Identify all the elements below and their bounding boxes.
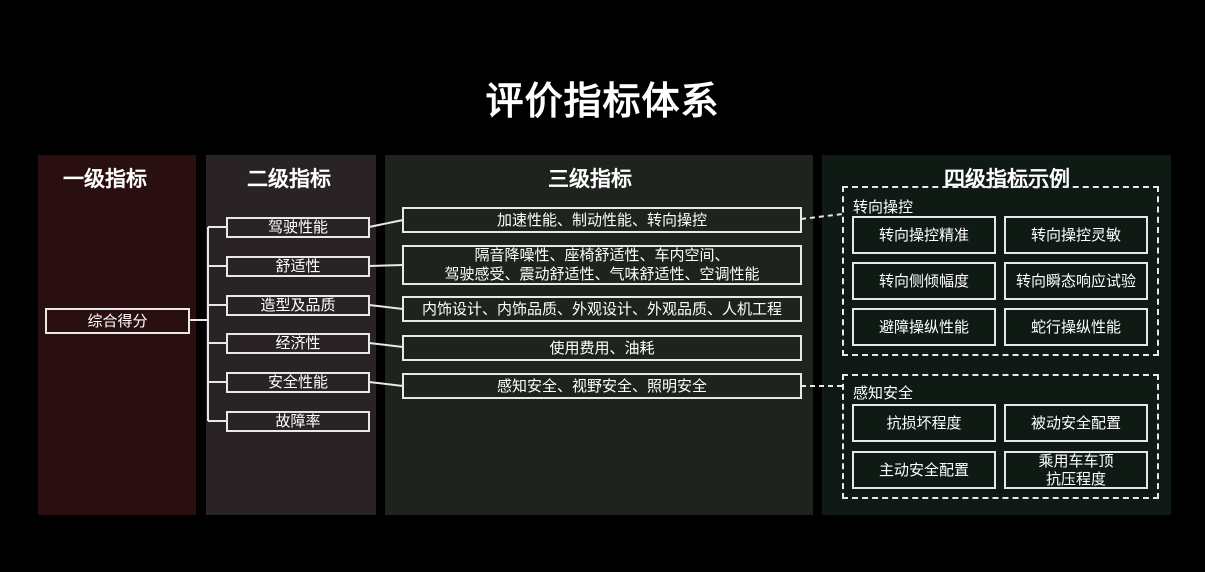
level4-cell-line2: 抗压程度 — [1045, 470, 1106, 488]
level2-item-safety: 安全性能 — [226, 372, 370, 393]
dashed-connector — [800, 213, 844, 220]
level4-cell: 乘用车车顶 抗压程度 — [1004, 451, 1148, 489]
level1-panel — [38, 155, 196, 515]
level2-item-failure: 故障率 — [226, 411, 370, 432]
level4-cell: 转向瞬态响应试验 — [1004, 262, 1148, 300]
level4-cell: 转向侧倾幅度 — [852, 262, 996, 300]
level3-item-styling: 内饰设计、内饰品质、外观设计、外观品质、人机工程 — [402, 296, 802, 322]
level4-group-perception-safety — [842, 374, 1159, 499]
level1-item: 综合得分 — [45, 308, 190, 334]
level2-panel — [206, 155, 376, 515]
connector-line — [368, 304, 404, 310]
level4-cell: 转向操控精准 — [852, 216, 996, 254]
level2-item-styling: 造型及品质 — [226, 295, 370, 316]
level4-cell: 被动安全配置 — [1004, 404, 1148, 442]
connector-line — [368, 219, 404, 228]
level4-group-steering — [842, 186, 1159, 356]
level3-item-economy: 使用费用、油耗 — [402, 335, 802, 361]
level4-group-steering-label: 转向操控 — [853, 198, 914, 216]
level2-header: 二级指标 — [247, 167, 331, 191]
level2-item-economy: 经济性 — [226, 333, 370, 354]
level4-cell: 蛇行操纵性能 — [1004, 308, 1148, 346]
level4-group-perception-label: 感知安全 — [853, 384, 914, 402]
connector-line — [368, 264, 404, 267]
level2-item-comfort: 舒适性 — [226, 256, 370, 277]
level4-cell-line1: 乘用车车顶 — [1038, 452, 1114, 470]
level4-cell: 避障操纵性能 — [852, 308, 996, 346]
level4-cell: 主动安全配置 — [852, 451, 996, 489]
level3-comfort-line2: 驾驶感受、震动舒适性、气味舒适性、空调性能 — [444, 265, 760, 283]
level3-comfort-line1: 隔音降噪性、座椅舒适性、车内空间、 — [474, 246, 730, 264]
level1-header: 一级指标 — [63, 167, 147, 191]
level2-item-driving: 驾驶性能 — [226, 217, 370, 238]
level3-item-driving: 加速性能、制动性能、转向操控 — [402, 207, 802, 233]
page-title: 评价指标体系 — [485, 79, 720, 123]
connector-line — [368, 342, 404, 348]
connector-line — [368, 381, 404, 387]
level3-item-comfort: 隔音降噪性、座椅舒适性、车内空间、 驾驶感受、震动舒适性、气味舒适性、空调性能 — [402, 245, 802, 285]
level4-panel — [822, 155, 1171, 515]
level4-cell: 转向操控灵敏 — [1004, 216, 1148, 254]
level3-item-safety: 感知安全、视野安全、照明安全 — [402, 373, 802, 399]
level3-header: 三级指标 — [548, 167, 632, 191]
level4-cell: 抗损坏程度 — [852, 404, 996, 442]
